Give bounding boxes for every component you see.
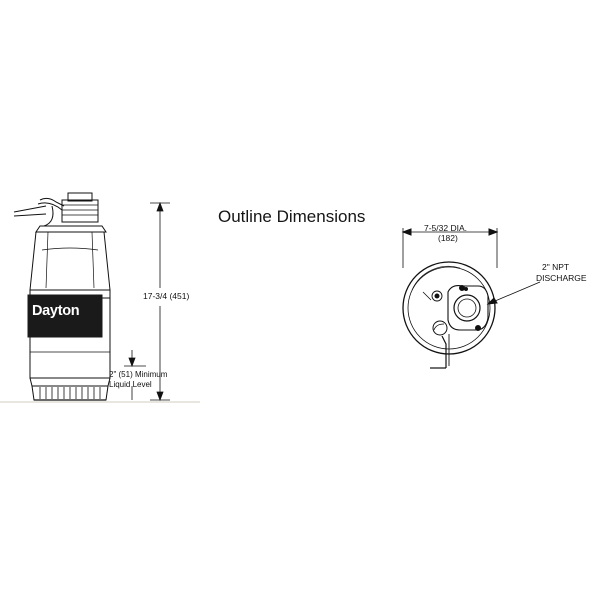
pump-side-view (13, 192, 111, 401)
height-dimension-label: 17-3/4 (451) (143, 291, 190, 301)
discharge-size-label: 2" NPT (542, 262, 570, 272)
min-level-dimension (124, 350, 146, 400)
diameter-metric-label: (182) (438, 233, 458, 243)
drawing-title: Outline Dimensions (218, 207, 366, 226)
diameter-label: 7-5/32 DIA. (424, 223, 467, 233)
discharge-label: DISCHARGE (536, 273, 587, 283)
pump-top-view (401, 228, 541, 369)
height-dimension-line (150, 201, 170, 402)
brand-label-panel (27, 294, 103, 338)
min-liquid-level-label: 2" (51) Minimum (109, 370, 168, 379)
brand-logo-text: Dayton (32, 303, 80, 319)
min-liquid-level-label-2: Liquid Level (109, 380, 152, 389)
